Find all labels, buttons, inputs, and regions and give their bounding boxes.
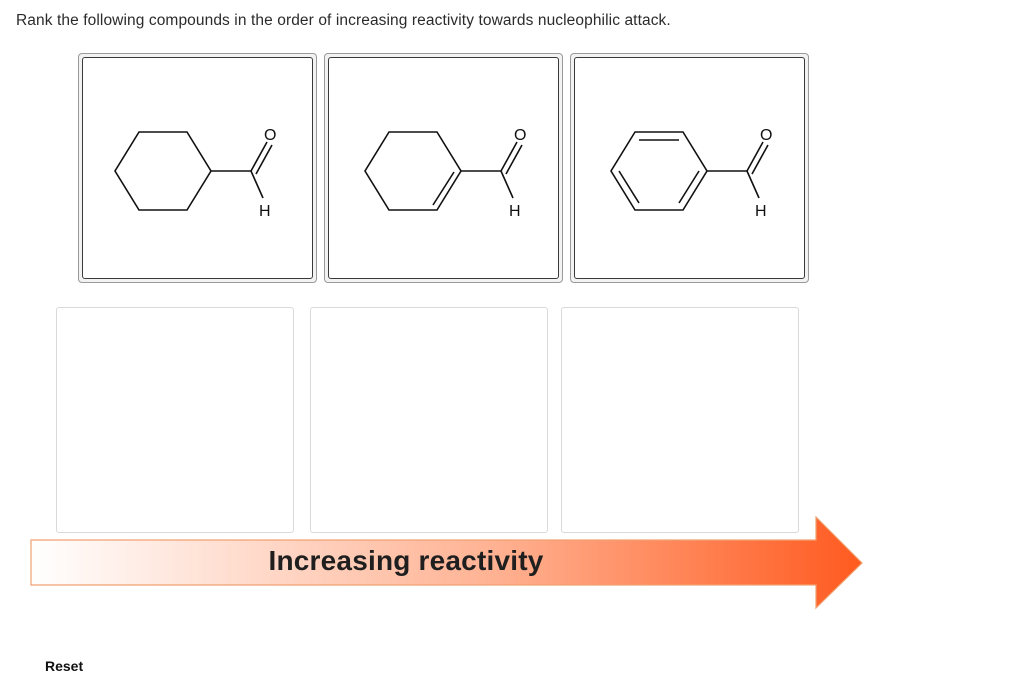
drop-zone-3[interactable]	[561, 307, 799, 533]
question-prompt: Rank the following compounds in the orde…	[16, 12, 671, 29]
ring-double-bond-inner	[432, 171, 455, 206]
c-h-bond	[746, 170, 760, 199]
increasing-reactivity-arrow	[30, 516, 863, 610]
oxygen-label: O	[264, 127, 276, 144]
benzene-ring	[610, 131, 708, 211]
c-o-bond-1	[746, 141, 764, 172]
c-o-bond-2	[505, 144, 523, 175]
c-o-bond-2	[751, 144, 769, 175]
hydrogen-label: H	[509, 203, 521, 220]
compound-card-frame: O H	[328, 57, 559, 279]
aromatic-double-bond-left	[618, 170, 640, 204]
hydrogen-label: H	[755, 203, 767, 220]
arrow-shape	[30, 516, 863, 610]
cyclohexanecarbaldehyde-structure: O H	[114, 127, 276, 220]
hydrogen-label: H	[259, 203, 271, 220]
reset-button[interactable]: Reset	[45, 658, 84, 674]
aromatic-double-bond-right	[678, 170, 700, 204]
drop-zone-1[interactable]	[56, 307, 294, 533]
c-o-bond-1	[250, 141, 268, 172]
compound-card-cyclohexanecarbaldehyde[interactable]: O H	[78, 53, 317, 283]
drop-zone-2[interactable]	[310, 307, 548, 533]
c-h-bond	[250, 170, 264, 199]
compound-card-cyclohexene-carbaldehyde[interactable]: O H	[324, 53, 563, 283]
compound-card-frame: O H	[574, 57, 805, 279]
compound-card-benzaldehyde[interactable]: O H	[570, 53, 809, 283]
c-o-bond-2	[255, 144, 273, 175]
c-o-bond-1	[500, 141, 518, 172]
cyclohexene-carbaldehyde-structure: O H	[364, 127, 526, 220]
c-h-bond	[500, 170, 514, 199]
cyclohexane-ring	[114, 131, 212, 211]
compound-card-frame: O H	[82, 57, 313, 279]
benzaldehyde-structure: O H	[610, 127, 772, 220]
oxygen-label: O	[760, 127, 772, 144]
cyclohexene-ring	[364, 131, 462, 211]
oxygen-label: O	[514, 127, 526, 144]
